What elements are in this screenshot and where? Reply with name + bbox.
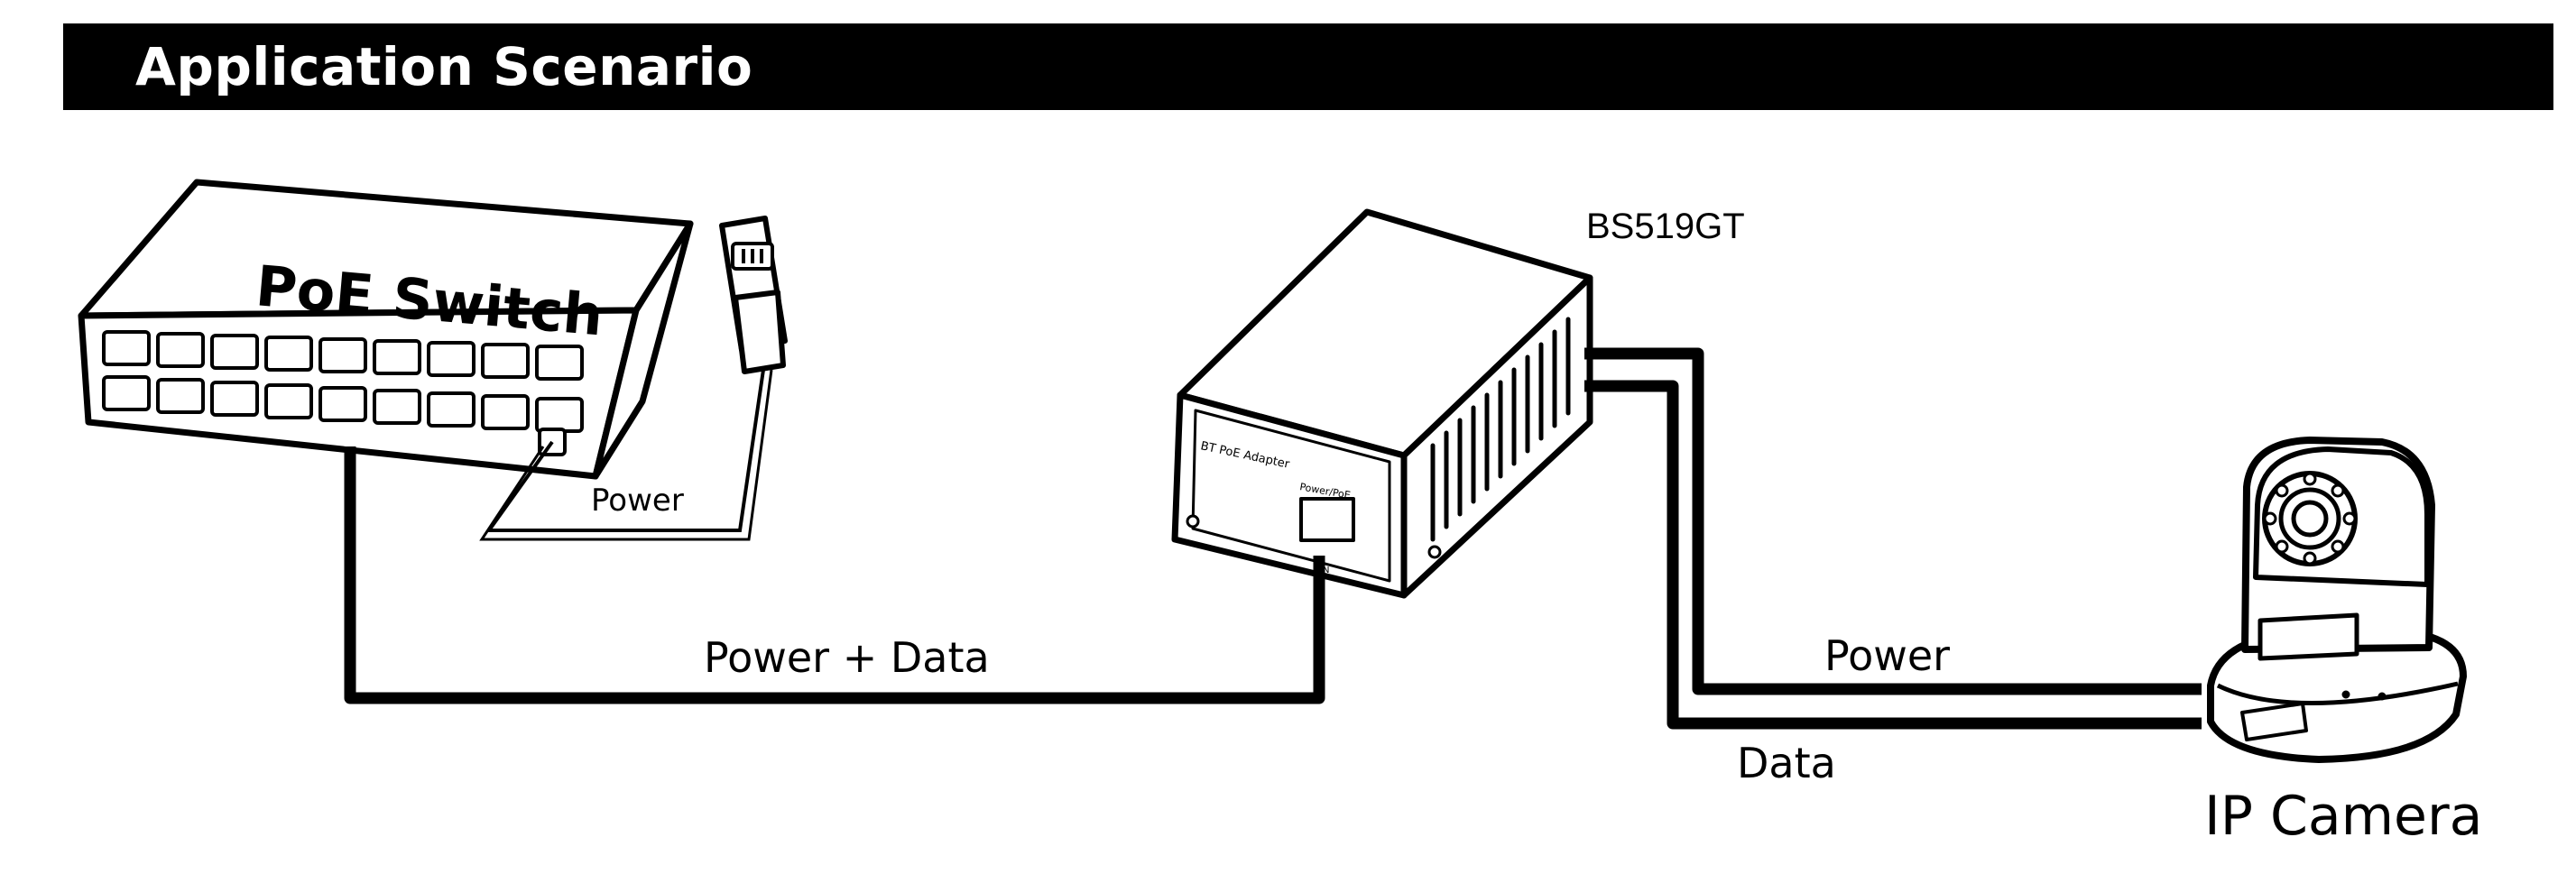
camera-ir-leds <box>2263 472 2357 566</box>
splitter-model-label: BS519GT <box>1586 207 1745 246</box>
splitter-in-port <box>1299 497 1355 542</box>
poe-splitter <box>1171 208 1593 599</box>
power-adapter <box>719 216 788 374</box>
banner-title: Application Scenario <box>135 36 753 97</box>
camera-data-label: Data <box>1737 739 1836 787</box>
camera-power-label: Power <box>1824 631 1950 680</box>
splitter-vents <box>1430 317 1571 542</box>
power-data-cable <box>344 446 1325 704</box>
poe-switch <box>78 179 694 480</box>
adapter-cable <box>485 369 765 532</box>
camera-data-cable <box>1584 380 2202 730</box>
ip-camera-label: IP Camera <box>2204 785 2482 848</box>
power-data-label: Power + Data <box>704 633 990 682</box>
ip-camera <box>2207 437 2467 763</box>
switch-ports <box>102 330 584 433</box>
camera-power-cable <box>1584 347 2202 695</box>
switch-power-label: Power <box>591 483 684 519</box>
title-banner: Application Scenario <box>63 23 2553 110</box>
